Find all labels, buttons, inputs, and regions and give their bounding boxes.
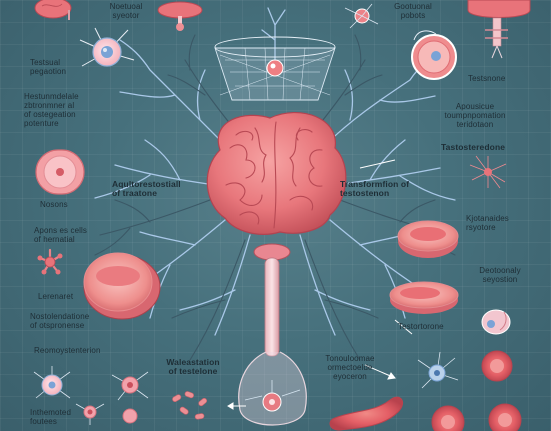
top-right-cells <box>344 0 531 59</box>
right-small-cell <box>481 309 511 335</box>
bottom-worm-cell <box>329 396 403 431</box>
right-neuron <box>417 351 459 389</box>
right-disc-upper <box>397 220 459 258</box>
left-small-cell <box>37 248 63 275</box>
bottom-left-neurons <box>33 366 149 425</box>
left-round-cell <box>35 149 85 195</box>
right-spark-cell <box>469 155 507 189</box>
label-left-3: Nosons <box>40 200 68 209</box>
pituitary-stalk <box>238 243 307 426</box>
top-left-neuron <box>79 27 135 67</box>
arrows <box>227 159 413 410</box>
label-right-3: Tastosteredone <box>441 142 506 152</box>
label-left-5: Lerenaret <box>38 292 74 301</box>
left-disc-cell <box>83 252 161 320</box>
top-left-cells <box>34 0 203 31</box>
right-rbc-cells <box>431 350 522 431</box>
label-left-7: Reomoystenterion <box>34 346 101 355</box>
right-ring-cell <box>411 30 457 80</box>
right-disc-lower <box>389 281 459 314</box>
brain <box>206 111 347 235</box>
label-right-1: Testsnone <box>468 74 506 83</box>
pill-fragments <box>172 391 208 420</box>
label-right-6: Testortorone <box>398 322 444 331</box>
central-net-structure <box>214 36 336 101</box>
